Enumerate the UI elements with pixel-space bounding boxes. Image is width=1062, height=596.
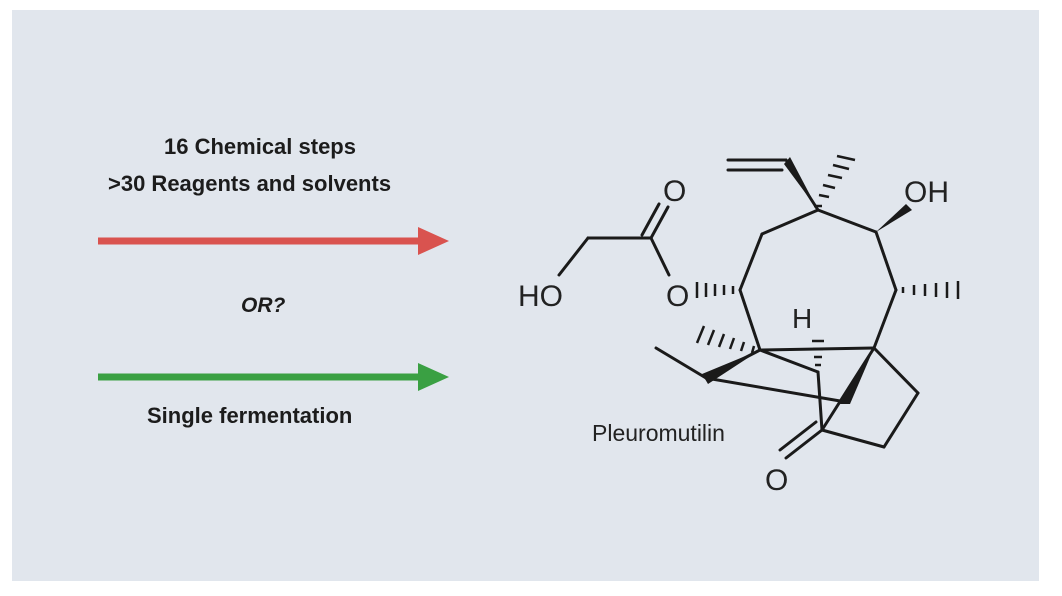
fermentation-label: Single fermentation	[147, 403, 353, 428]
molecule-name-label: Pleuromutilin	[592, 420, 725, 446]
pleuromutilin-structure	[557, 158, 920, 460]
or-label: OR?	[241, 294, 286, 317]
wedge-bonds	[702, 157, 912, 404]
fermentation-route-arrow	[98, 363, 449, 391]
hydroxyl-oh-label: OH	[904, 176, 949, 209]
carbonyl-oxygen-label: O	[663, 175, 686, 208]
reagents-label: >30 Reagents and solvents	[108, 171, 392, 196]
ester-oxygen-label: O	[666, 280, 689, 313]
chemical-route-arrow	[98, 227, 449, 255]
ketone-oxygen-label: O	[765, 464, 788, 497]
hydroxyl-ho-label: HO	[518, 280, 563, 313]
diagram-background	[12, 10, 1039, 581]
hashed-bonds	[695, 154, 960, 367]
hydrogen-label: H	[792, 303, 812, 334]
chemical-steps-label: 16 Chemical steps	[164, 134, 356, 159]
